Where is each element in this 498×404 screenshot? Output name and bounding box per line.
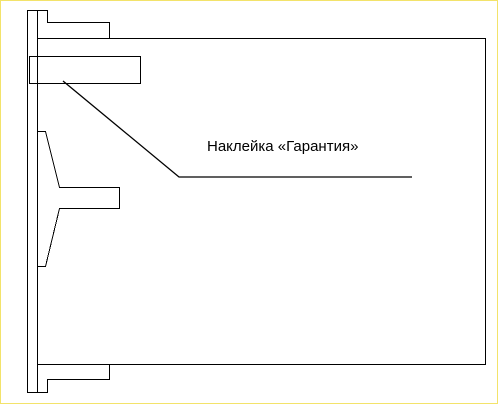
bottom-mounting-clip bbox=[37, 364, 110, 393]
side-latch bbox=[37, 131, 120, 267]
front-panel bbox=[27, 10, 38, 393]
warranty-sticker bbox=[29, 56, 141, 84]
callout-leader-line bbox=[62, 80, 412, 178]
top-mounting-clip bbox=[37, 10, 110, 39]
callout-label: Наклейка «Гарантия» bbox=[207, 138, 358, 155]
device-housing bbox=[37, 38, 486, 365]
